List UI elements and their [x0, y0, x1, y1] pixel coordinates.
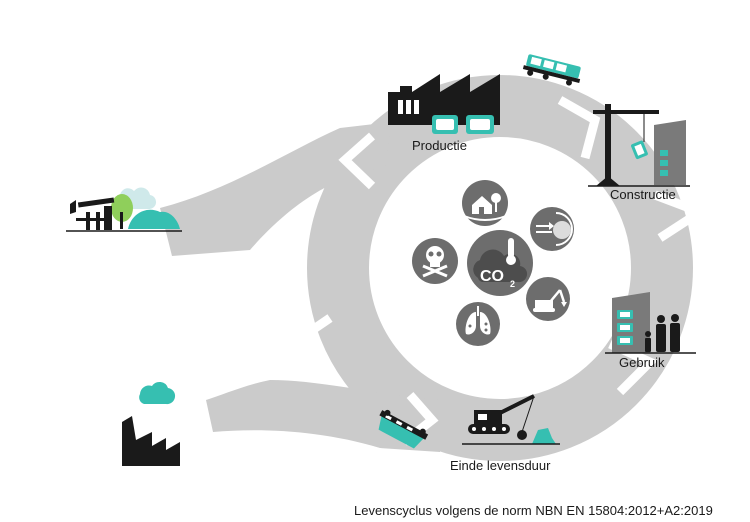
co2-subscript: 2	[510, 279, 515, 289]
arrow-from-extraction	[160, 122, 392, 256]
diagram-caption: Levenscyclus volgens de norm NBN EN 1580…	[354, 503, 713, 518]
co2-icon: CO 2	[467, 230, 533, 296]
land-use-icon	[462, 180, 508, 226]
factory-icon	[388, 74, 500, 134]
lungs-icon	[456, 302, 500, 346]
globe-icon	[530, 207, 574, 251]
stage-label-production: Productie	[412, 138, 467, 153]
stage-label-end-of-life: Einde levensduur	[450, 458, 551, 473]
impact-cluster: CO 2	[412, 180, 574, 346]
demolition-icon	[462, 394, 560, 445]
co2-label: CO	[480, 268, 504, 285]
skull-icon	[412, 238, 458, 284]
building-family-icon	[605, 292, 696, 354]
excavator-icon	[526, 277, 570, 321]
stage-label-use: Gebruik	[619, 355, 665, 370]
truck-icon	[522, 54, 581, 86]
extraction-icon	[66, 187, 182, 232]
waste-truck-icon	[378, 409, 429, 449]
emission-factory-icon	[122, 381, 180, 466]
stage-label-construction: Constructie	[610, 187, 676, 202]
crane-icon	[588, 104, 690, 187]
arrow-to-emissions	[206, 380, 440, 452]
